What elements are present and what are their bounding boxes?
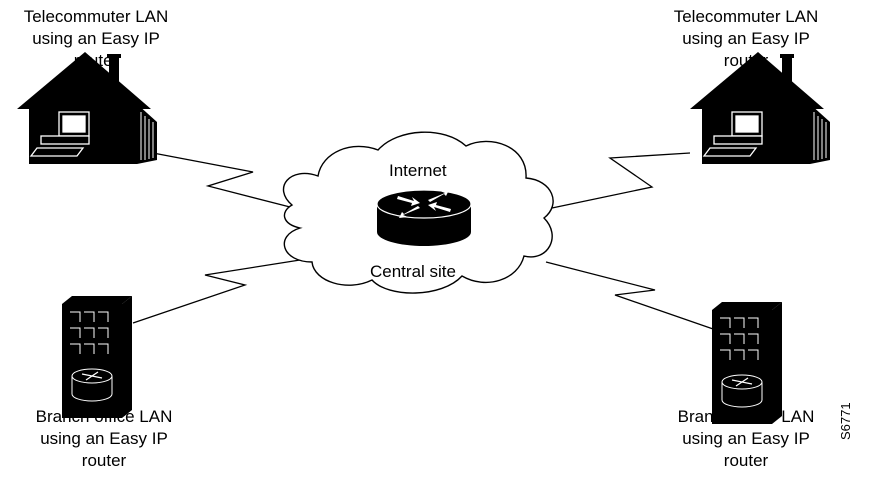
- caption-line: router: [723, 451, 769, 470]
- link-branch-right: [545, 261, 717, 331]
- caption-line: Telecommuter LAN: [673, 7, 819, 26]
- figure-id: S6771: [838, 402, 853, 440]
- branch-left-caption: Branch office LAN using an Easy IP route…: [0, 406, 214, 472]
- caption-line: using an Easy IP: [682, 429, 810, 448]
- link-telecommuter-right: [551, 152, 691, 209]
- caption-line: using an Easy IP: [32, 29, 160, 48]
- branch-right-caption: Branch office LAN using an Easy IP route…: [636, 406, 856, 472]
- telecommuter-left-caption: Telecommuter LAN using an Easy IP router: [0, 6, 206, 72]
- link-telecommuter-left: [152, 152, 291, 208]
- link-branch-left: [132, 259, 301, 324]
- office-building-icon-left: [61, 295, 133, 419]
- caption-line: router: [723, 51, 769, 70]
- telecommuter-right-caption: Telecommuter LAN using an Easy IP router: [636, 6, 856, 72]
- caption-line: router: [73, 51, 119, 70]
- caption-line: router: [81, 451, 127, 470]
- caption-line: Telecommuter LAN: [23, 7, 169, 26]
- caption-line: Branch office LAN: [677, 407, 815, 426]
- central-site-label: Central site: [370, 262, 456, 281]
- caption-line: using an Easy IP: [40, 429, 168, 448]
- caption-line: using an Easy IP: [682, 29, 810, 48]
- caption-line: Branch office LAN: [35, 407, 173, 426]
- internet-label: Internet: [389, 161, 447, 180]
- links: [132, 152, 717, 331]
- router-icon: [376, 189, 472, 246]
